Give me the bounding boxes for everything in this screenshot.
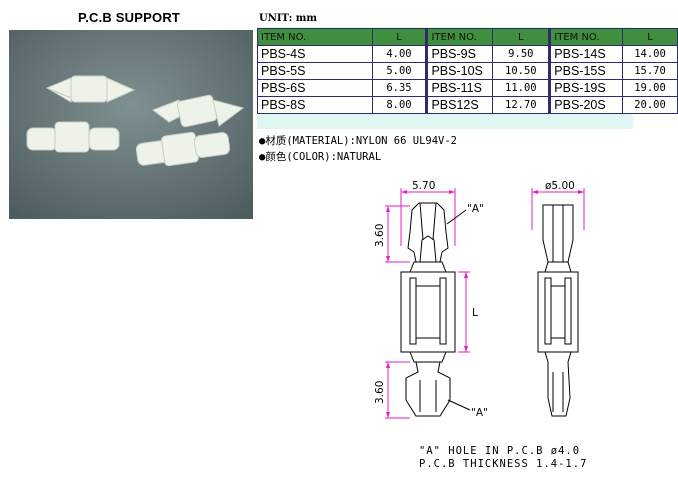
table-header-row: ITEM NO. L ITEM NO. L ITEM NO. L [257,28,678,46]
table-cell: PBS-19S [549,79,623,97]
table-cell: PBS-6S [257,79,373,97]
dim-bottom-height-label: 3.60 [374,381,386,404]
header-l: L [622,28,678,46]
table-cell: PBS-4S [257,45,373,63]
product-photo [9,30,253,219]
header-item-no: ITEM NO. [426,28,493,46]
table-cell: PBS-15S [549,62,623,80]
table-cell: PBS-8S [257,96,373,114]
table-cell: 10.50 [492,62,552,80]
table-row: PBS-5S 5.00 PBS-10S 10.50 PBS-15S 15.70 [257,62,678,80]
dim-width-label: 5.70 [412,180,435,192]
spec-table: ITEM NO. L ITEM NO. L ITEM NO. L PBS-4S … [257,28,678,114]
table-cell: 19.00 [622,79,678,97]
table-cell: PBS-20S [549,96,623,114]
table-cell: PBS-11S [426,79,493,97]
table-cell: 5.00 [371,62,429,80]
table-cell: 15.70 [622,62,678,80]
page-title: P.C.B SUPPORT [78,10,181,25]
table-row: PBS-6S 6.35 PBS-11S 11.00 PBS-19S 19.00 [257,79,678,97]
dim-diameter-label: ø5.00 [545,180,575,192]
table-cell: 20.00 [622,96,678,114]
table-cell: 14.00 [622,45,678,63]
table-cell: PBS-14S [549,45,623,63]
table-cell: PBS12S [426,96,493,114]
header-l: L [371,28,429,46]
table-cell: 9.50 [492,45,552,63]
table-cell: PBS-10S [426,62,493,80]
header-l: L [492,28,552,46]
table-cell: 8.00 [371,96,429,114]
label-a-bottom: "A" [471,407,488,419]
table-cell: 6.35 [371,79,429,97]
unit-label: UNIT: mm [259,13,317,24]
note-hole: "A" HOLE IN P.C.B ø4.0 [419,445,581,457]
color-spec: ●颜色(COLOR):NATURAL [259,151,382,163]
label-a-top: "A" [467,203,484,215]
table-row: PBS-8S 8.00 PBS12S 12.70 PBS-20S 20.00 [257,96,678,114]
dim-top-height-label: 3.60 [374,224,386,247]
table-row: PBS-4S 4.00 PBS-9S 9.50 PBS-14S 14.00 [257,45,678,63]
dim-length-label: L [472,307,478,319]
note-thickness: P.C.B THICKNESS 1.4-1.7 [419,458,588,470]
material-spec: ●材质(MATERIAL):NYLON 66 UL94V-2 [259,135,458,147]
table-cell: 12.70 [492,96,552,114]
header-item-no: ITEM NO. [549,28,623,46]
